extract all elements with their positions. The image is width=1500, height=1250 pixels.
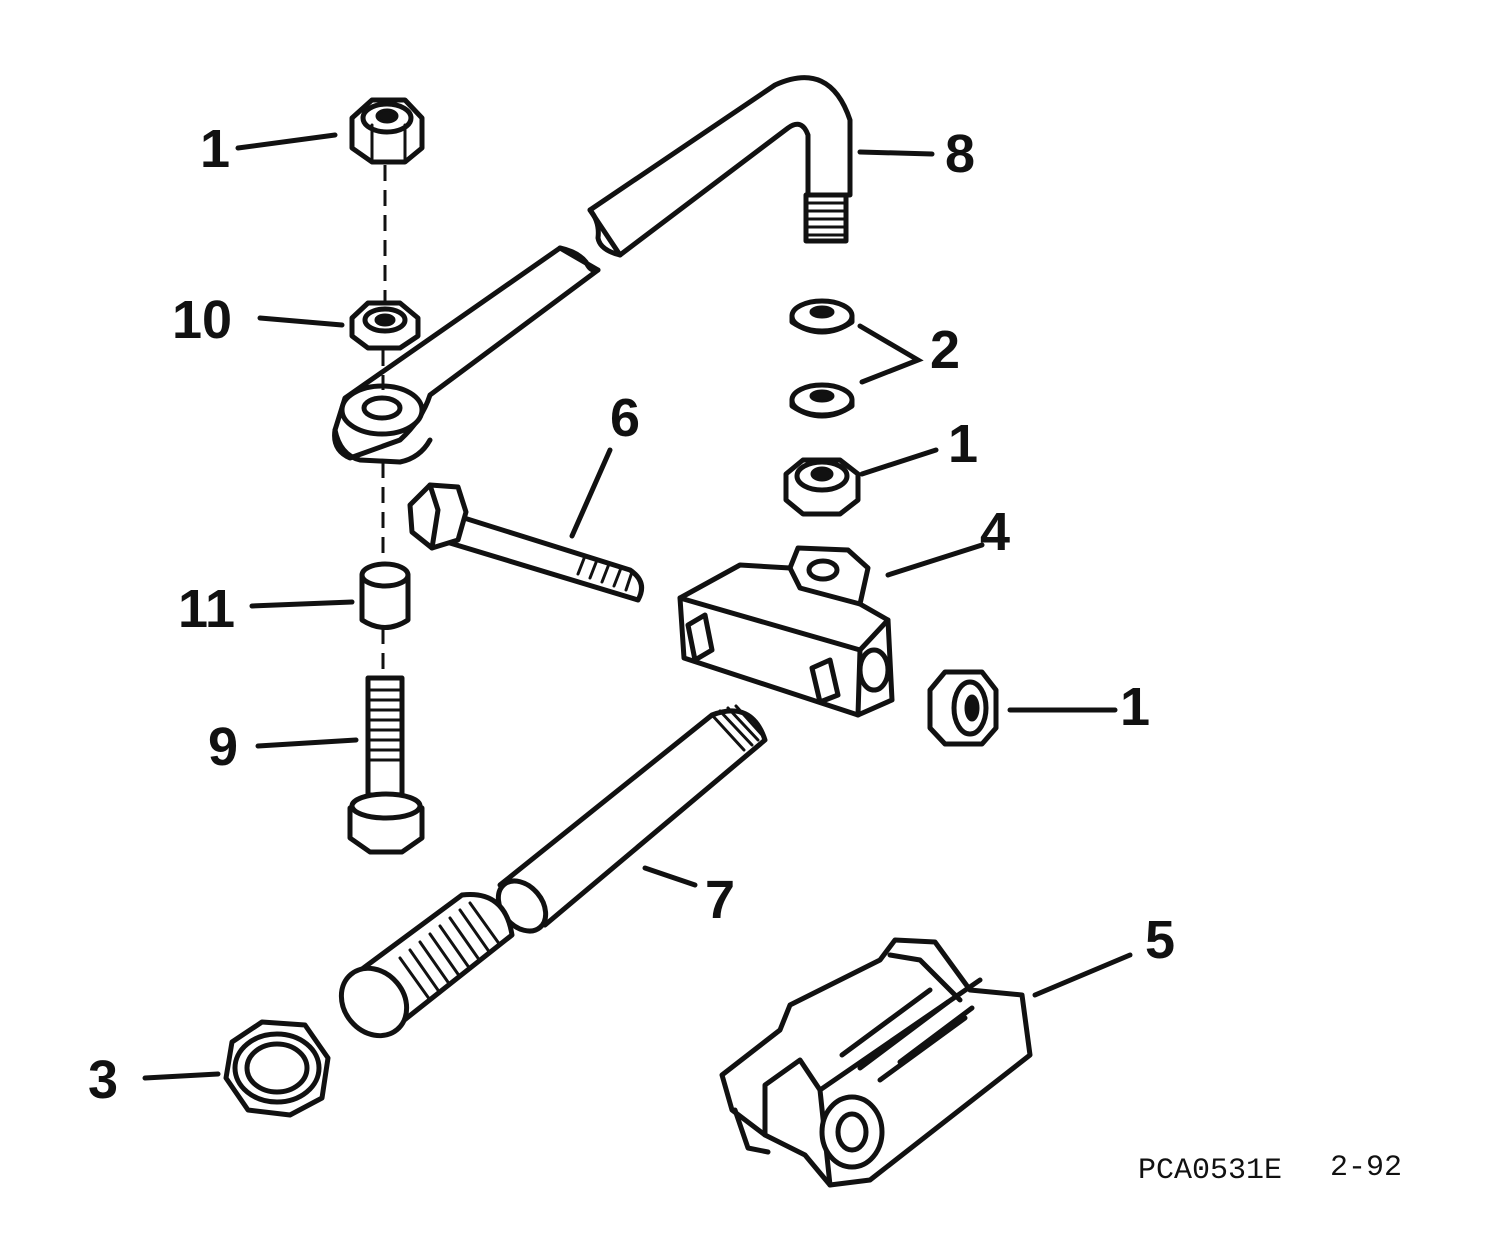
part-1-nut-top: [349, 97, 425, 165]
leader-9: [255, 737, 359, 749]
leader-8: [857, 149, 935, 157]
callout-6: 6: [610, 388, 640, 448]
callout-11: 11: [178, 579, 235, 639]
callout-labels: 1 8 10 2 1 6 4 11 1 9 7 5 3: [88, 119, 1175, 1110]
part-3-nut: [223, 1019, 331, 1118]
callout-1-middle: 1: [948, 414, 978, 474]
leader-6: [569, 447, 613, 539]
part-6-bolt: [407, 482, 645, 603]
part-8-link-rod: [332, 75, 853, 465]
part-11-spacer: [359, 561, 411, 630]
leader-10: [257, 315, 345, 328]
part-9-bolt: [347, 675, 425, 855]
part-2-washers: [789, 298, 855, 419]
leader-4: [885, 542, 985, 578]
callout-1-top: 1: [200, 119, 230, 179]
callout-1-lower: 1: [1120, 677, 1150, 737]
callout-2: 2: [930, 320, 960, 380]
callout-5: 5: [1145, 910, 1175, 970]
leader-11: [249, 599, 355, 609]
part-1-nut-lower: [927, 669, 999, 747]
part-5-bracket: [719, 937, 1033, 1188]
leader-3: [142, 1071, 221, 1081]
leader-lines: [142, 132, 1133, 1081]
callout-8: 8: [945, 124, 975, 184]
caption-code: PCA0531E: [1138, 1154, 1282, 1188]
callout-3: 3: [88, 1050, 118, 1110]
assembly-axis-left: [381, 165, 387, 672]
callout-7: 7: [705, 870, 735, 930]
part-1-nut-middle: [783, 457, 861, 517]
part-4-link-block: [677, 545, 895, 718]
leader-1a: [235, 132, 338, 151]
leader-2: [857, 323, 924, 385]
callout-4: 4: [980, 502, 1010, 562]
part-10-washer: [349, 300, 421, 351]
part-7-tube: [338, 704, 768, 1039]
callout-10: 10: [172, 290, 232, 350]
leader-5: [1032, 952, 1133, 998]
leader-7: [642, 865, 698, 888]
callout-9: 9: [208, 717, 238, 777]
leader-1b: [859, 447, 939, 477]
figure-caption: PCA0531E 2-92: [1138, 1151, 1402, 1188]
caption-page: 2-92: [1330, 1151, 1402, 1185]
